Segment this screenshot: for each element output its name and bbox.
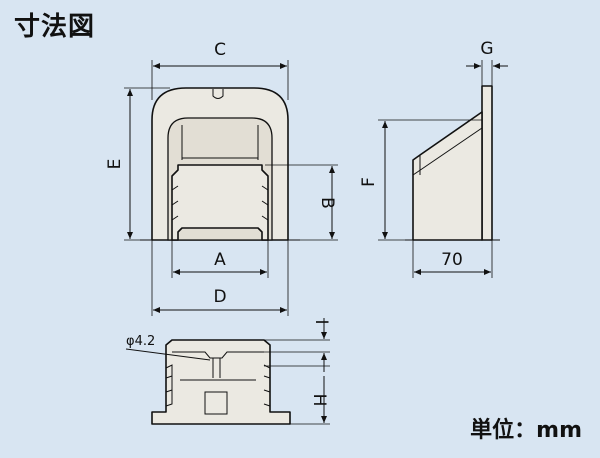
side-view-slope-line [412,127,483,176]
bottom-view: φ4.2 I H [125,318,331,425]
dim-h-label: H [309,394,329,407]
side-view-wedge-body [412,111,483,241]
dim-a-label: A [214,250,226,270]
bottom-view-right-ribs [263,364,271,407]
dim-d-label: D [213,287,226,307]
front-view-left-ribs [171,185,179,221]
bottom-view-outline [151,339,291,425]
bottom-view-hole-marks [212,358,221,378]
dim-g-label: G [480,39,493,59]
bottom-view-window [204,391,228,415]
unit-label: 単位：mm [470,418,582,443]
front-view: C E B A D [105,40,338,316]
dim-70-label: 70 [441,250,463,270]
dim-c-label: C [214,40,226,60]
drawing-title: 寸法図 [14,12,96,42]
dim-i-label: I [311,319,331,324]
side-view-back-plate [481,85,493,241]
bottom-view-top-segment [172,351,264,359]
front-view-right-ribs [261,185,269,221]
dim-hole-leader [125,348,211,361]
bottom-view-left-ribs [165,364,173,407]
dim-b-label: B [317,197,337,209]
dim-e-label: E [105,159,125,170]
dim-f-label: F [359,177,379,187]
front-view-duct-profile [171,164,269,241]
dim-hole-diameter-label: φ4.2 [126,334,155,349]
front-view-screw-slot [212,89,224,99]
side-view: G F 70 [359,39,508,278]
